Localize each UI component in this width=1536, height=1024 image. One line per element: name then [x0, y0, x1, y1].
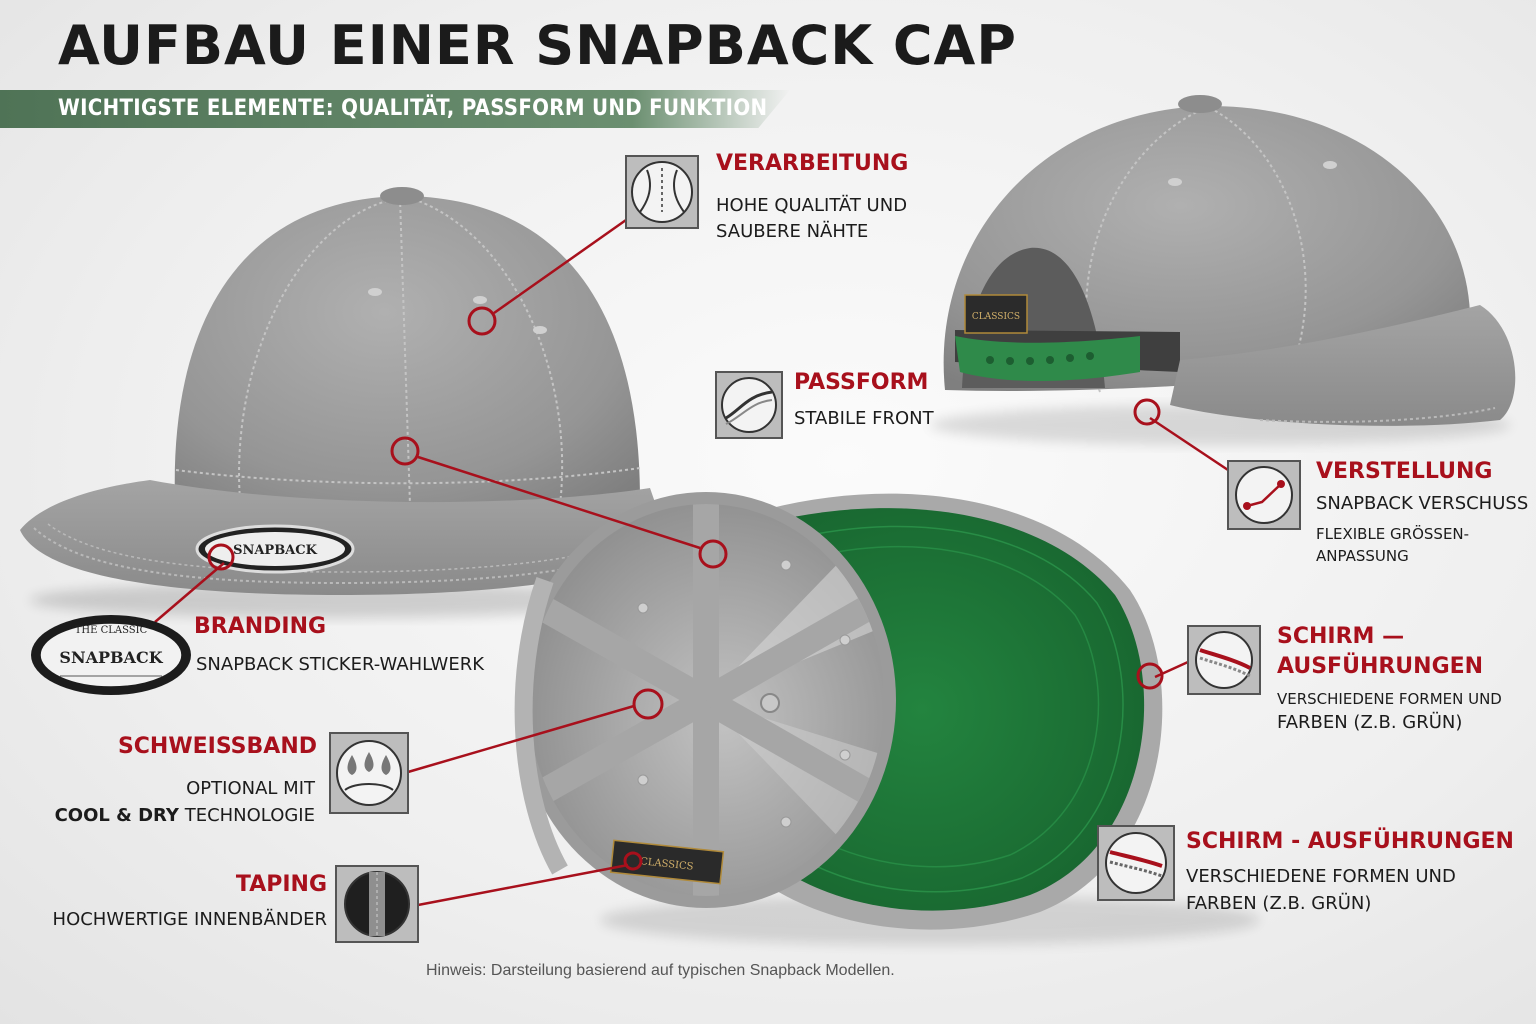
crown-curve-icon [715, 371, 783, 439]
sticker-top-text: THE CLASSIC [75, 625, 148, 636]
subtitle-bar [0, 90, 790, 128]
verstellung-note-2: ANPASSUNG [1316, 547, 1409, 565]
verarbeitung-title: VERARBEITUNG [716, 151, 909, 176]
page-subtitle: WICHTIGSTE ELEMENTE: QUALITÄT, PASSFORM … [58, 96, 768, 121]
front-cap: SNAPBACK [20, 187, 668, 618]
schweissband-desc-1: OPTIONAL MIT [186, 778, 315, 799]
passform-desc: STABILE FRONT [794, 408, 934, 429]
verarbeitung-desc-2: SAUBERE NÄHTE [716, 221, 869, 242]
schweissband-title: SCHWEISSBAND [117, 734, 317, 759]
underside-cap: CLASSICS [514, 492, 1260, 945]
taping-title: TAPING [235, 872, 327, 897]
schirm-2-desc-1: VERSCHIEDENE FORMEN UND [1186, 866, 1456, 887]
branding-title: BRANDING [194, 614, 327, 639]
schirm-1-desc-1: VERSCHIEDENE FORMEN UND [1277, 690, 1502, 708]
technologie-text: TECHNOLOGIE [184, 805, 315, 826]
tape-band-icon [335, 865, 419, 943]
adjust-curve-icon [1227, 460, 1301, 530]
marker-circles [207, 306, 1164, 871]
sweatband [514, 577, 568, 875]
passform-title: PASSFORM [794, 370, 929, 395]
page-title: AUFBAU EINER SNAPBACK CAP [58, 14, 1017, 77]
branding-sticker: THE CLASSIC SNAPBACK [31, 615, 191, 695]
front-sticker-text: SNAPBACK [233, 543, 318, 558]
verstellung-title: VERSTELLUNG [1316, 459, 1493, 484]
back-patch-text: CLASSICS [972, 312, 1020, 322]
verarbeitung-desc-1: HOHE QUALITÄT UND [716, 195, 908, 216]
branding-desc: SNAPBACK STICKER-WAHLWERK [196, 654, 485, 675]
schirm-1-title-1: SCHIRM — [1277, 624, 1405, 649]
front-cap-crown [174, 196, 640, 528]
back-cap: CLASSICS [930, 95, 1516, 445]
verstellung-desc: SNAPBACK VERSCHUSS [1316, 493, 1529, 514]
schirm-1-title-2: AUSFÜHRUNGEN [1277, 654, 1484, 679]
sticker-main-text: SNAPBACK [59, 648, 163, 667]
verstellung-note-1: FLEXIBLE GRÖSSEN- [1316, 525, 1470, 543]
sweat-drops-icon [329, 732, 409, 814]
leader-lines [154, 218, 1229, 907]
schweissband-desc-2: COOL & DRY TECHNOLOGIE [55, 803, 315, 829]
footer-note: Hinweis: Darsteilung basierend auf typis… [426, 962, 895, 979]
schirm-2-desc-2: FARBEN (Z.B. GRÜN) [1186, 893, 1372, 914]
taping-desc: HOCHWERTIGE INNENBÄNDER [52, 909, 327, 930]
stitching-icon [625, 155, 699, 229]
visor-stitch-icon [1097, 825, 1175, 901]
schirm-2-title: SCHIRM - AUSFÜHRUNGEN [1186, 829, 1514, 854]
schirm-1-desc-2: FARBEN (Z.B. GRÜN) [1277, 712, 1463, 733]
back-cap-visor [1170, 305, 1516, 426]
visor-edge-icon [1187, 625, 1261, 695]
cool-dry-text: COOL & DRY [54, 805, 179, 826]
